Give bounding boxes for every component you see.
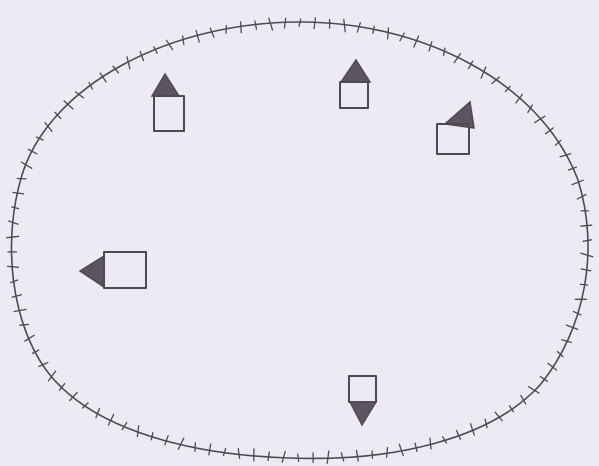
boundary-tick — [388, 28, 389, 39]
boundary-tick — [8, 266, 19, 267]
boundary-tick — [387, 448, 388, 458]
boundary-tick — [20, 324, 29, 325]
boundary-tick — [241, 22, 242, 33]
boundary-tick — [581, 284, 588, 285]
boundary-tick — [298, 454, 299, 461]
